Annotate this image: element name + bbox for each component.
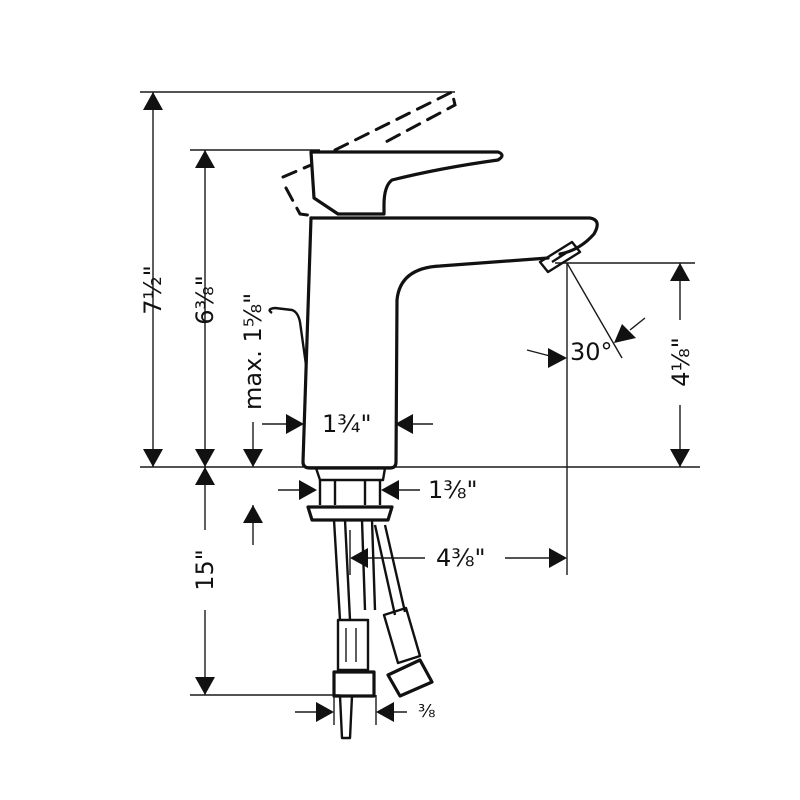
faucet-body bbox=[301, 216, 550, 470]
arrow-right-icon bbox=[286, 414, 304, 434]
hose-length-label: 15" bbox=[191, 549, 219, 591]
arrow-right-icon bbox=[316, 702, 334, 722]
hose-left-nut bbox=[332, 670, 376, 698]
hose-right-upper bbox=[373, 524, 407, 616]
aerator-detail bbox=[551, 251, 567, 264]
aerator bbox=[538, 240, 582, 274]
spray-angle-line bbox=[566, 262, 623, 359]
angle-leader bbox=[629, 317, 646, 331]
spout-height-label: 4⅛" bbox=[667, 337, 695, 387]
shank-diameter-label: 1⅜" bbox=[428, 476, 478, 504]
arrow-up-icon bbox=[195, 150, 215, 168]
arrow-down-icon bbox=[195, 677, 215, 695]
hose-right-fitting bbox=[382, 606, 422, 665]
popup-rod bbox=[268, 306, 308, 366]
lever-open-position bbox=[333, 89, 457, 152]
arrow-down-icon bbox=[195, 449, 215, 467]
connection-size-label: ⅜ bbox=[418, 701, 436, 722]
arrow-left-icon bbox=[376, 702, 394, 722]
arrow-up-icon bbox=[143, 92, 163, 110]
hose-left-fitting bbox=[336, 618, 370, 672]
arrow-down-icon bbox=[670, 449, 690, 467]
mounting-nut bbox=[306, 505, 394, 522]
arrow-right-icon bbox=[549, 548, 567, 568]
faucet-spout-top bbox=[309, 216, 599, 256]
arrow-down-icon bbox=[143, 449, 163, 467]
lever-handle bbox=[309, 150, 504, 216]
arrow-left-icon bbox=[614, 324, 636, 343]
pipe-center bbox=[360, 519, 377, 611]
shank-collar bbox=[314, 467, 387, 482]
arrow-right-icon bbox=[299, 480, 317, 500]
arrow-up-icon bbox=[243, 505, 263, 523]
arrow-up-icon bbox=[670, 263, 690, 281]
arrow-down-icon bbox=[243, 449, 263, 467]
arrow-up-icon bbox=[195, 467, 215, 485]
hose-left-tail bbox=[338, 695, 354, 740]
arrow-left-icon bbox=[395, 414, 413, 434]
spout-reach-label: 4⅜" bbox=[436, 544, 486, 572]
arrow-left-icon bbox=[381, 480, 399, 500]
body-width-label: 1¾" bbox=[322, 410, 372, 438]
angle-leader bbox=[526, 349, 551, 357]
popup-rod-label: max. 1⅝" bbox=[239, 292, 267, 410]
total-height-label: 7½" bbox=[139, 265, 167, 315]
lever-open-pivot bbox=[281, 163, 317, 218]
hose-left-upper bbox=[332, 519, 352, 621]
arrow-right-icon bbox=[548, 348, 567, 368]
lever-height-label: 6⅜" bbox=[191, 275, 219, 325]
spray-angle-label: 30° bbox=[570, 338, 613, 366]
hose-right-nut bbox=[386, 658, 434, 698]
arrow-left-icon bbox=[350, 548, 368, 568]
